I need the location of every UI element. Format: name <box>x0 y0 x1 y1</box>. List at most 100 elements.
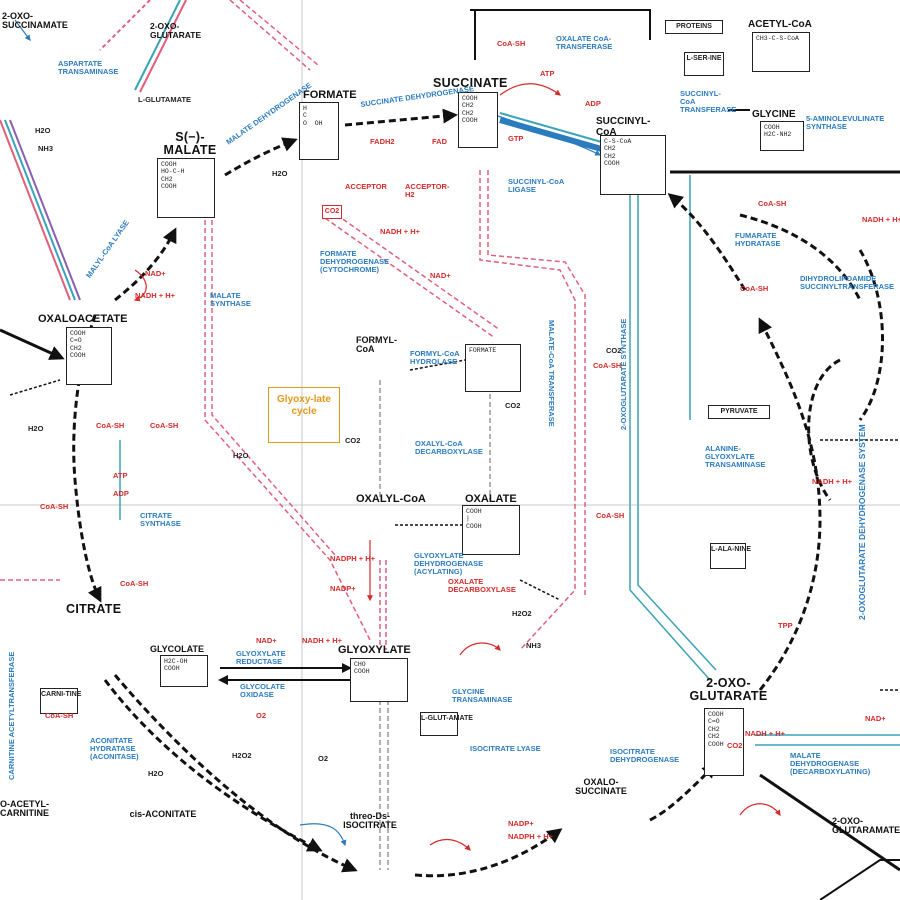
coash-label-10: CoA-SH <box>120 579 149 588</box>
carnitine-box: CARNI-TINE <box>40 688 81 714</box>
oxalate-coa-transferase-label: OXALATE CoA-TRANSFERASE <box>556 34 613 51</box>
nadph-label: NADPH + H+ <box>330 554 376 563</box>
glyoxylate-cycle-box: Glyoxy-late cycle <box>268 387 340 443</box>
nad-label-3: NAD+ <box>865 714 886 723</box>
cofactor-arrows <box>133 83 781 851</box>
acetyl-coa-structure: CH3-C-S-CoA <box>752 32 810 72</box>
fmn-label: O2 <box>256 711 267 720</box>
succinyl-coa-transferase-label: SUCCINYL-CoA TRANSFERASE <box>680 89 737 114</box>
malate-label: S(−)-MALATE <box>163 130 217 158</box>
minor-paths <box>9 359 900 691</box>
citrate-synthase-label: CITRATE SYNTHASE <box>140 511 181 528</box>
co2-box: CO2 <box>322 205 342 219</box>
atp-label-2: ATP <box>540 69 555 78</box>
carnitine-acetyltransferase-label: CARNITINE ACETYLTRANSFERASE <box>7 651 16 780</box>
serine-box: L-SER-INE <box>684 52 724 76</box>
succinate-label: SUCCINATE <box>433 76 508 90</box>
succinate-structure: COOH CH2 CH2 COOH <box>458 92 498 148</box>
isocitrate-dh-label: ISOCITRATE DEHYDROGENASE <box>610 747 680 764</box>
co2-label-3: CO2 <box>345 436 361 445</box>
glyoxylate-label: GLYOXYLATE <box>338 644 411 656</box>
nadp-label-2: NADP+ <box>508 819 534 828</box>
formate-dh-label: FORMATE DEHYDROGENASE (CYTOCHROME) <box>320 249 390 274</box>
nadh-label-3: NADH + H+ <box>745 729 786 738</box>
succinyl-coa-label: SUCCINYL-CoA <box>596 116 651 138</box>
nh3-label-2: NH3 <box>38 144 54 153</box>
nadh-label-6: NADH + H+ <box>862 215 900 224</box>
fad-label: FAD <box>432 137 447 146</box>
h2o2-label-2: H2O2 <box>512 609 532 618</box>
isocitrate-lyase-label: ISOCITRATE LYASE <box>470 744 541 753</box>
coash-label-4: CoA-SH <box>596 511 625 520</box>
oxoglutarate-dh-label: 2-OXOGLUTARATE DEHYDROGENASE SYSTEM <box>857 424 867 620</box>
oxoglutarate-structure: COOH C=O CH2 CH2 COOH <box>704 708 744 776</box>
lipoamide-label: DIHYDROLIPOAMIDE SUCCINYLTRANSFERASE <box>800 274 895 291</box>
nadh-label-5: NADH + H+ <box>812 477 853 486</box>
fumarate-hydratase-label: FUMARATE HYDRATASE <box>735 231 781 248</box>
h2o-label-1: H2O <box>28 424 44 433</box>
malate-oxidoreductase-label: MALATE DEHYDROGENASE (DECARBOXYLATING) <box>790 751 871 776</box>
malate-coa-transferase-label: MALATE-CoA TRANSFERASE <box>547 320 556 427</box>
oxosuccinamate-label: 2-OXO-SUCCINAMATE <box>2 11 68 31</box>
gtp-label: GTP <box>508 134 524 143</box>
nadp-label: NADP+ <box>330 584 356 593</box>
nad-label-1: NAD+ <box>145 269 166 278</box>
formyl-coa-hydrolase-label: FORMYL-CoA HYDROLASE <box>410 349 460 366</box>
aspartate-transaminase-label: ASPARTATE TRANSAMINASE <box>58 59 119 76</box>
aconitate-hydratase-label: ACONITATE HYDRATASE (ACONITASE) <box>90 736 139 761</box>
oxaloacetate-label: OXALOACETATE <box>38 313 128 325</box>
nadh-label-1: NADH + H+ <box>135 291 176 300</box>
oxoglutarate-label: 2-OXO-GLUTARATE <box>689 676 768 704</box>
o2-label: O2 <box>318 754 329 763</box>
pink-routes <box>0 0 586 651</box>
upper-left-routes <box>0 0 187 301</box>
pyruvate-box: PYRUVATE <box>708 405 770 419</box>
adp-label-1: ADP <box>113 489 129 498</box>
acetylcarnitine-label: O-ACETYL-CARNITINE <box>0 799 49 819</box>
formate-box: FORMATE <box>465 344 521 392</box>
malate-structure: COOH HO-C-H CH2 COOH <box>157 158 215 218</box>
coash-label-5: CoA-SH <box>758 199 787 208</box>
l-alanine-box: L-ALA-NINE <box>710 543 751 569</box>
oxaloacetate-structure: COOH C=O CH2 COOH <box>66 327 112 385</box>
gray-routes <box>379 370 491 870</box>
glyoxylate-dh-label: GLYOXYLATE DEHYDROGENASE (ACYLATING) <box>414 551 484 576</box>
citrate-label: CITRATE <box>66 602 122 616</box>
formyl-coa-label: FORMYL-CoA <box>356 335 397 355</box>
h2o-label-4: H2O <box>272 169 288 178</box>
h2o-label-2: H2O <box>233 451 249 460</box>
coash-label-7: CoA-SH <box>96 421 125 430</box>
alanine-glyoxylate-label: ALANINE-GLYOXYLATE TRANSAMINASE <box>705 444 766 469</box>
coash-label-3: CoA-SH <box>593 361 622 370</box>
oxalosuccinate-label: OXALO-SUCCINATE <box>575 777 627 797</box>
oxalate-label: OXALATE <box>465 493 517 505</box>
coash-label-6: CoA-SH <box>740 284 769 293</box>
oxalyl-coa-decarboxylase-label: OXALYL-CoA DECARBOXYLASE <box>415 439 483 456</box>
oxoglutarate-top-label: 2-OXO-GLUTARATE <box>150 21 202 40</box>
glycine-label: GLYCINE <box>752 109 796 120</box>
nadh-label-4: NADH + H+ <box>380 227 421 236</box>
tpp-label: TPP <box>778 621 793 630</box>
adp-label-2: ADP <box>585 99 601 108</box>
solid-arrows <box>0 9 900 900</box>
succinyl-coa-structure: C-S-CoA CH2 CH2 COOH <box>600 135 666 195</box>
oxoglutarate-synthase-label: 2-OXOGLUTARATE SYNTHASE <box>619 318 628 430</box>
glycolate-label: GLYCOLATE <box>150 644 205 654</box>
atp-label-1: ATP <box>113 471 128 480</box>
l-glutamate-label: L-GLUTAMATE <box>138 95 192 104</box>
oxoglutaramate-label: 2-OXO-GLUTARAMATE <box>832 816 900 836</box>
acceptor-label: ACCEPTOR <box>345 182 387 191</box>
oxalyl-coa-label: OXALYL-CoA <box>356 493 426 505</box>
co2-label: CO2 <box>727 741 743 750</box>
formate-structure: H C O OH <box>299 102 339 160</box>
nadph-label-2: NADPH + H+ <box>508 832 554 841</box>
nad-label-4: NAD+ <box>430 271 451 280</box>
nadh-label-2: NADH + H+ <box>302 636 343 645</box>
nad-label-2: NAD+ <box>256 636 277 645</box>
coash-label-2: CoA-SH <box>497 39 526 48</box>
coash-label-1: CoA-SH <box>40 502 69 511</box>
coash-label-8: CoA-SH <box>150 421 179 430</box>
glyoxylate-structure: CHO COOH <box>350 658 408 702</box>
aminolevulinate-synthase-label: 5-AMINOLEVULINATE SYNTHASE <box>806 114 885 131</box>
